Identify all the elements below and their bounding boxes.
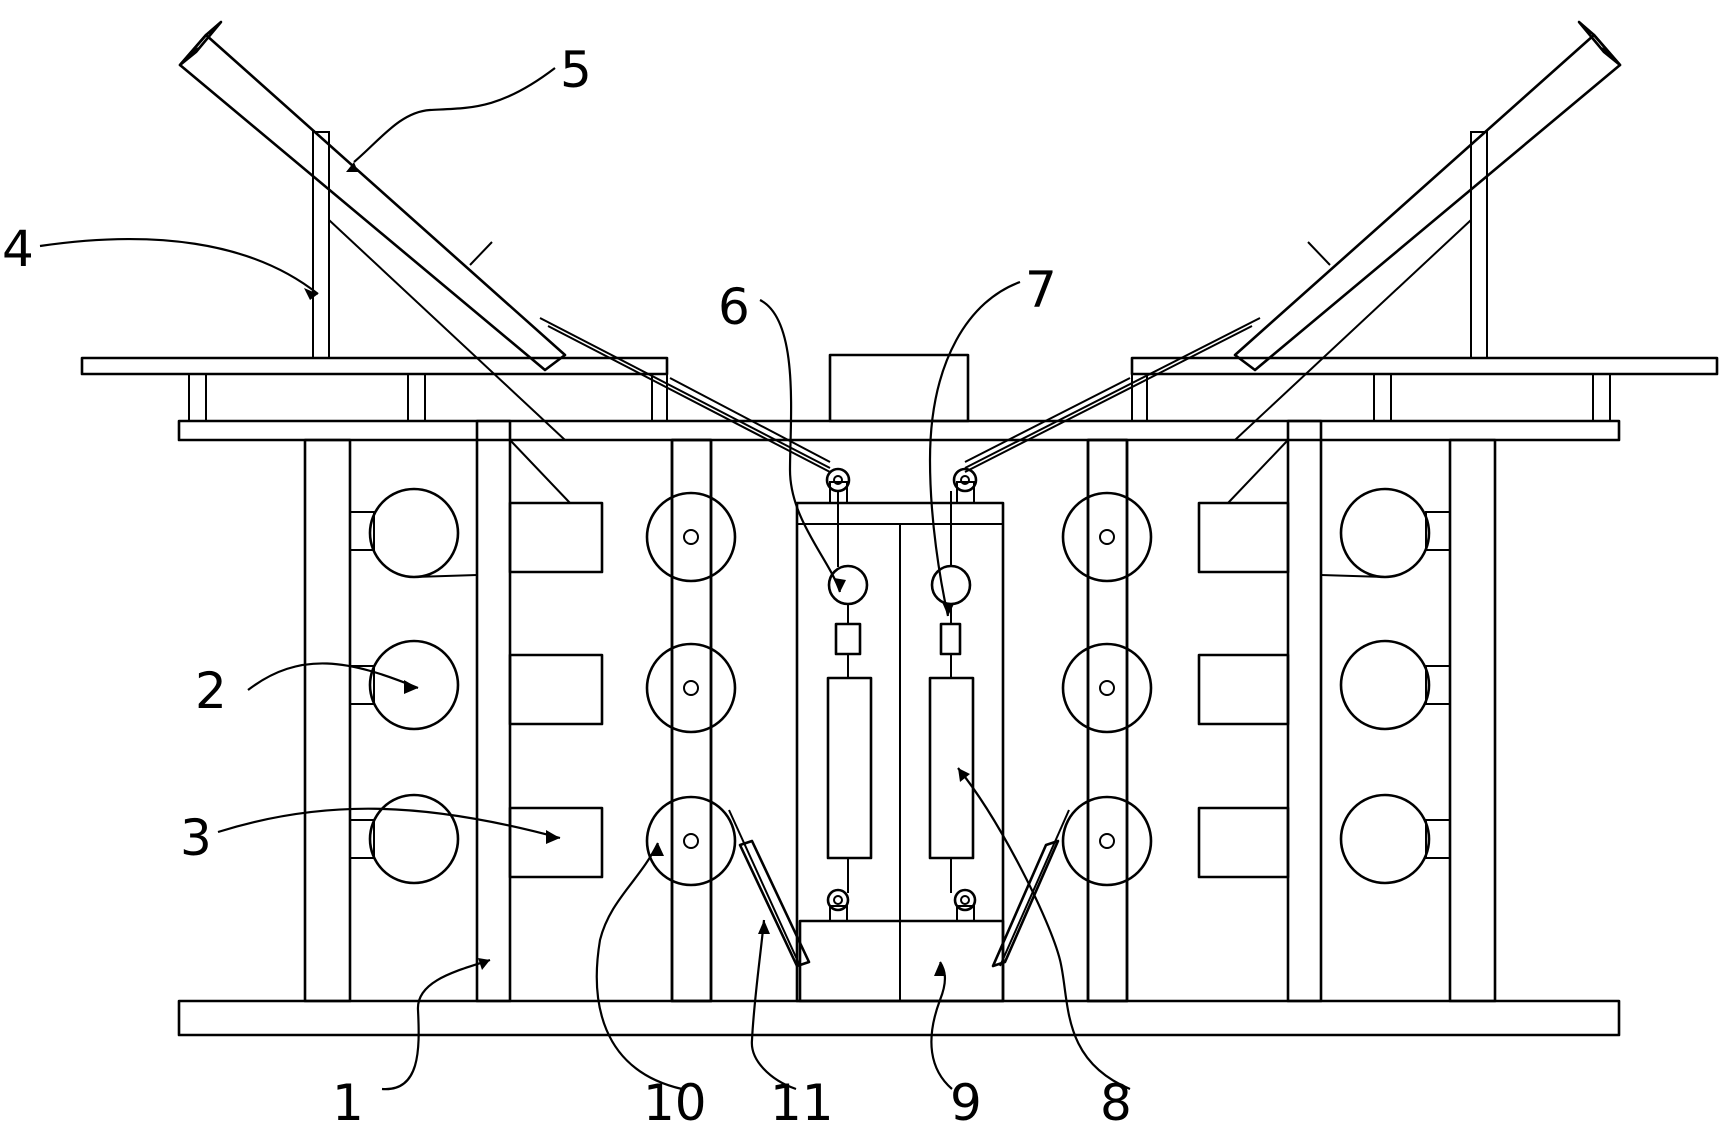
leader-9 <box>931 962 952 1089</box>
left-tilting-arm <box>180 22 830 472</box>
left-blocks <box>510 440 602 877</box>
leader-lines <box>40 68 1130 1089</box>
label-7: 7 <box>1025 261 1057 319</box>
label-8: 8 <box>1100 1074 1132 1132</box>
right-outer-discs <box>1321 489 1450 883</box>
right-blocks <box>1199 440 1288 877</box>
label-1: 1 <box>332 1074 364 1132</box>
base-plate <box>179 1001 1619 1035</box>
label-9: 9 <box>950 1074 982 1132</box>
right-lift-mechanism <box>930 469 976 921</box>
reference-numerals: 1 2 3 4 5 6 7 8 9 10 11 <box>2 41 1132 1132</box>
right-inner-discs <box>1063 440 1151 1001</box>
label-5: 5 <box>560 41 592 99</box>
right-tilting-arm <box>965 22 1620 472</box>
top-frame <box>82 355 1717 440</box>
leader-2 <box>248 663 418 690</box>
label-4: 4 <box>2 220 34 278</box>
leader-7 <box>930 282 1020 616</box>
label-6: 6 <box>718 278 750 336</box>
label-3: 3 <box>180 809 212 867</box>
leader-5 <box>354 68 555 162</box>
label-10: 10 <box>643 1074 707 1132</box>
leader-1 <box>382 960 490 1089</box>
label-2: 2 <box>195 662 227 720</box>
left-inner-discs <box>647 440 735 1001</box>
label-11: 11 <box>770 1074 834 1132</box>
leader-11 <box>752 920 796 1089</box>
leader-4 <box>40 239 318 294</box>
left-lift-mechanism <box>827 469 871 921</box>
leader-8 <box>958 768 1130 1089</box>
